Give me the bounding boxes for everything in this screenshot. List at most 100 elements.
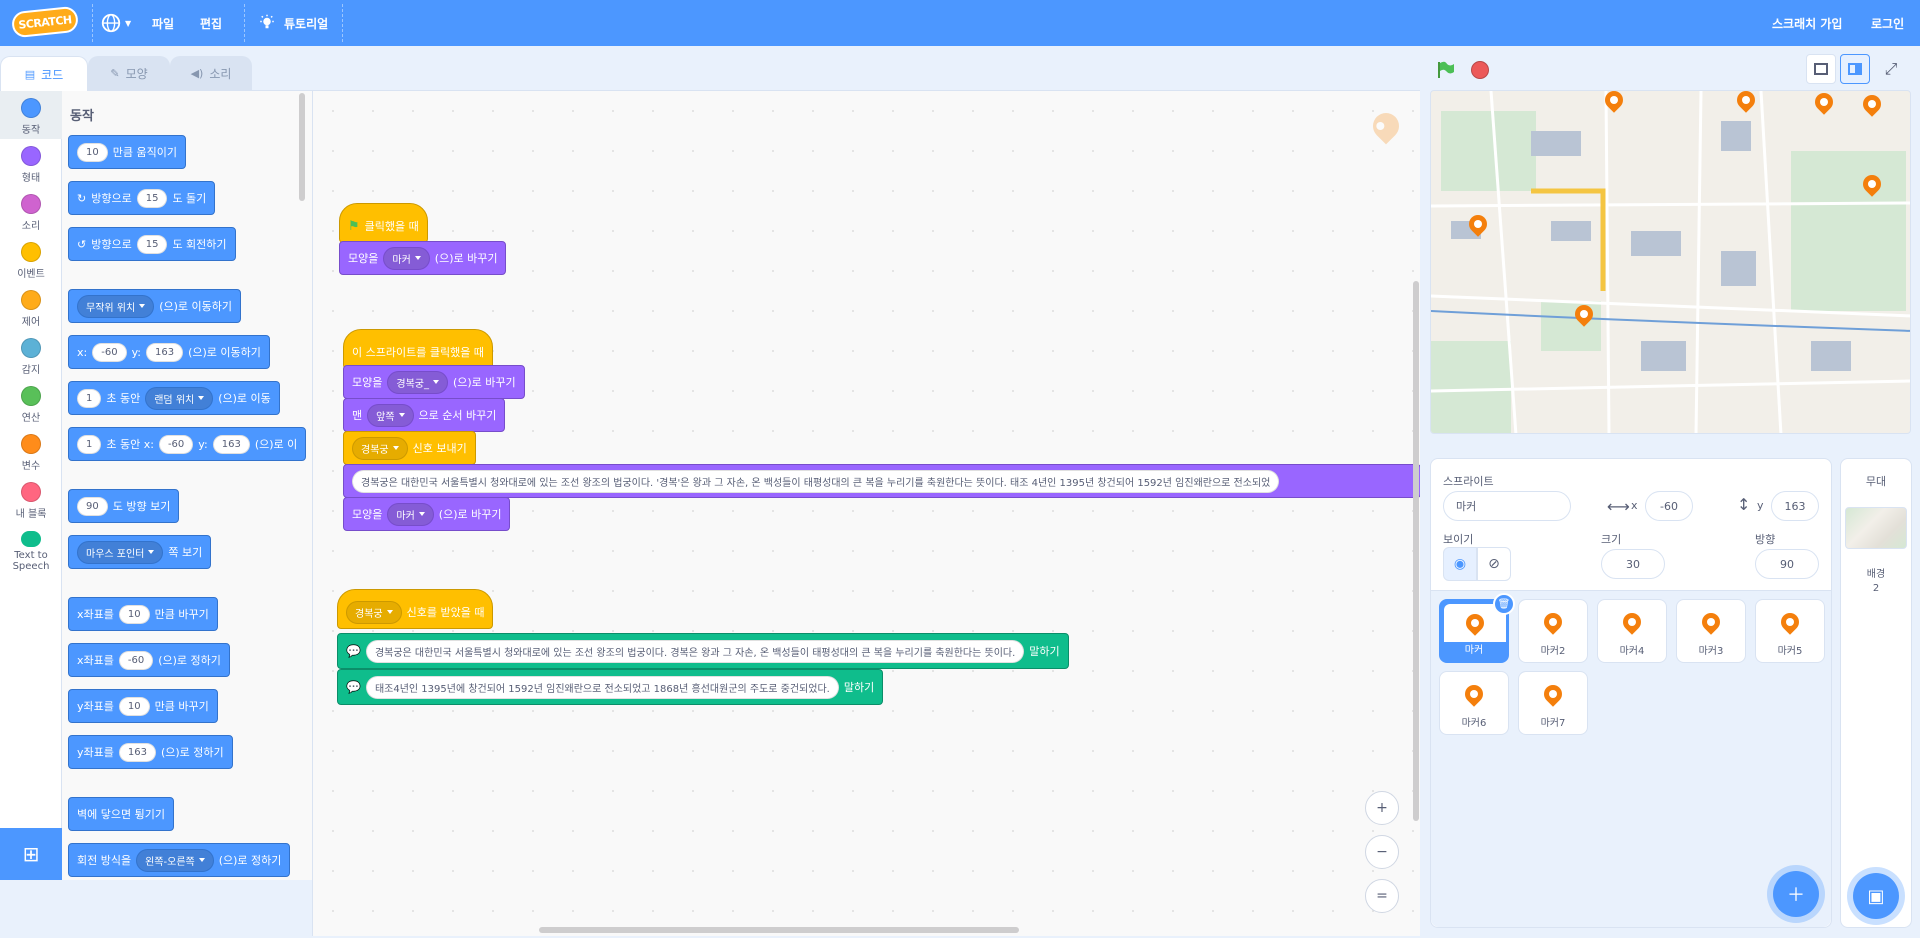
speech-text-input[interactable]: 태조4년인 1395년에 창건되어 1592년 임진왜란으로 전소되었고 186… <box>365 675 839 699</box>
choose-sprite-button[interactable]: ＋ <box>1773 871 1819 917</box>
marker-sprite[interactable] <box>1859 91 1885 117</box>
message-dropdown[interactable]: 경복궁 <box>352 436 408 460</box>
layer-dropdown[interactable]: 앞쪽 <box>367 403 414 427</box>
y-input[interactable]: 163 <box>145 342 184 362</box>
sprite-tile[interactable]: 마커 🗑 <box>1439 593 1515 663</box>
fullscreen-button[interactable]: ⤢ <box>1876 54 1906 84</box>
category-variables[interactable]: 변수 <box>0 427 62 475</box>
category-control[interactable]: 제어 <box>0 283 62 331</box>
degrees-input[interactable]: 15 <box>136 234 168 254</box>
bounce-block[interactable]: 벽에 닿으면 튕기기 <box>68 797 174 831</box>
language-menu[interactable]: ▼ <box>100 0 131 46</box>
tab-code[interactable]: ▤ 코드 <box>0 56 88 91</box>
goto-random-block[interactable]: 무작위 위치(으)로 이동하기 <box>68 289 241 323</box>
edit-menu[interactable]: 편집 <box>200 16 223 31</box>
x-input[interactable]: -60 <box>92 342 127 362</box>
delete-sprite-button[interactable]: 🗑 <box>1493 593 1515 615</box>
small-stage-button[interactable] <box>1806 54 1836 84</box>
sign-in-link[interactable]: 로그인 <box>1871 16 1905 31</box>
hide-sprite-button[interactable]: ⊘ <box>1477 547 1511 581</box>
large-stage-button[interactable] <box>1840 54 1870 84</box>
choose-backdrop-button[interactable]: ▣ <box>1853 873 1899 919</box>
tab-sounds[interactable]: ◀) 소리 <box>170 56 252 90</box>
rotation-style-dropdown[interactable]: 왼쪽-오른쪽 <box>136 848 214 872</box>
marker-sprite[interactable] <box>1733 91 1759 113</box>
marker-sprite[interactable] <box>1811 91 1837 115</box>
costume-dropdown[interactable]: 경복궁_ <box>387 370 448 394</box>
x-input[interactable]: -60 <box>118 650 154 670</box>
message-dropdown[interactable]: 경복궁 <box>346 600 402 624</box>
direction-input[interactable]: 90 <box>1755 549 1819 579</box>
steps-input[interactable]: 10 <box>77 142 108 162</box>
glide-target-dropdown[interactable]: 랜덤 위치 <box>145 386 214 410</box>
category-operators[interactable]: 연산 <box>0 379 62 427</box>
zoom-out-button[interactable]: − <box>1365 835 1399 869</box>
green-flag-button[interactable] <box>1432 56 1460 84</box>
x-input[interactable]: -60 <box>1645 491 1693 521</box>
costume-dropdown[interactable]: 마커 <box>383 246 430 270</box>
marker-sprite[interactable] <box>1859 171 1885 197</box>
sprite-tile[interactable]: 마커7 <box>1518 671 1588 735</box>
workspace-vertical-scrollbar[interactable] <box>1413 281 1419 821</box>
when-flag-clicked-block[interactable]: ⚑클릭했을 때 <box>339 203 428 243</box>
stop-button[interactable] <box>1466 56 1494 84</box>
seconds-input[interactable]: 1 <box>77 434 102 454</box>
category-sound[interactable]: 소리 <box>0 187 62 235</box>
category-motion[interactable]: 동작 <box>0 91 62 139</box>
zoom-reset-button[interactable]: = <box>1365 879 1399 913</box>
say-text-block[interactable]: 경복궁은 대한민국 서울특별시 청와대로에 있는 조선 왕조의 법궁이다. '경… <box>343 464 1420 498</box>
dx-input[interactable]: 10 <box>118 604 150 624</box>
zoom-in-button[interactable]: + <box>1365 791 1399 825</box>
costume-dropdown[interactable]: 마커 <box>387 502 434 526</box>
sprite-tile[interactable]: 마커4 <box>1597 599 1667 663</box>
seconds-input[interactable]: 1 <box>77 388 102 408</box>
category-my-blocks[interactable]: 내 블록 <box>0 475 62 523</box>
scratch-logo[interactable]: SCRATCH <box>10 5 80 39</box>
dy-input[interactable]: 10 <box>118 696 150 716</box>
tab-costumes[interactable]: ✎ 모양 <box>88 56 170 90</box>
stage-canvas[interactable] <box>1430 90 1911 434</box>
stage-selector[interactable]: 무대 배경 2 ▣ <box>1840 458 1912 928</box>
when-sprite-clicked-block[interactable]: 이 스프라이트를 클릭했을 때 <box>343 329 493 369</box>
marker-sprite[interactable] <box>1601 91 1627 113</box>
speech-text-input[interactable]: 경복궁은 대한민국 서울특별시 청와대로에 있는 조선 왕조의 법궁이다. 경복… <box>365 639 1025 663</box>
palette-scrollbar[interactable] <box>299 93 305 201</box>
speak-block[interactable]: 💬태조4년인 1395년에 창건되어 1592년 임진왜란으로 전소되었고 18… <box>337 669 884 705</box>
size-input[interactable]: 30 <box>1601 549 1665 579</box>
y-input[interactable]: 163 <box>118 742 156 762</box>
join-scratch-link[interactable]: 스크래치 가입 <box>1772 16 1843 31</box>
x-input[interactable]: -60 <box>158 434 194 454</box>
sprite-tile[interactable]: 마커3 <box>1676 599 1746 663</box>
direction-input[interactable]: 90 <box>77 496 108 516</box>
marker-sprite[interactable] <box>1571 301 1597 327</box>
category-looks[interactable]: 형태 <box>0 139 62 187</box>
category-sensing[interactable]: 감지 <box>0 331 62 379</box>
goto-target-dropdown[interactable]: 무작위 위치 <box>77 294 155 318</box>
y-input[interactable]: 163 <box>1771 491 1819 521</box>
message-input[interactable]: 경복궁은 대한민국 서울특별시 청와대로에 있는 조선 왕조의 법궁이다. '경… <box>352 469 1280 493</box>
file-menu[interactable]: 파일 <box>152 16 175 31</box>
sprite-name-input[interactable]: 마커 <box>1443 491 1571 521</box>
show-sprite-button[interactable]: ◉ <box>1443 547 1477 581</box>
sprite-tile[interactable]: 마커5 <box>1755 599 1825 663</box>
tutorials-button[interactable]: 튜토리얼 <box>258 0 328 46</box>
category-events[interactable]: 이벤트 <box>0 235 62 283</box>
